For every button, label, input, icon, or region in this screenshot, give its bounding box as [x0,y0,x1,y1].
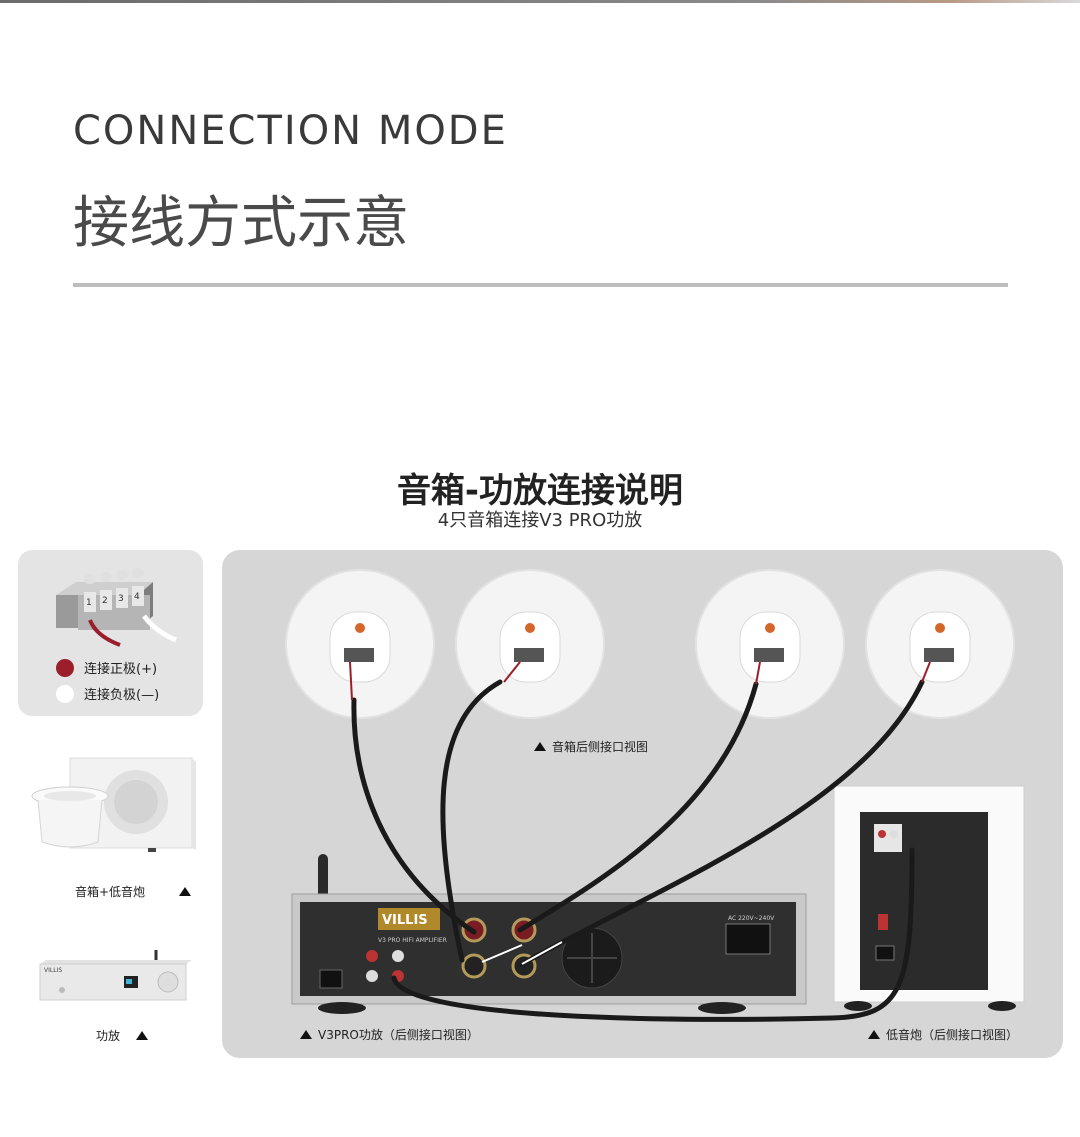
amp-caption-text: 功放 [96,1029,121,1043]
speaker-sub-caption: 音箱+低音炮 [75,883,192,900]
page-title-zh: 接线方式示意 [73,191,409,256]
amp-rear-caption: V3PRO功放（后侧接口视图） [300,1026,479,1043]
wiring-diagram-graphic: VILLIS V3 PRO HIFI AMPLIFIER AC 220V~240… [285,569,1025,1022]
amp-model: V3 PRO HIFI AMPLIFIER [378,937,447,944]
positive-dot-icon [56,658,74,677]
positive-wire-leads [349,661,931,701]
subwoofer-rear-panel [833,785,1025,1011]
speakers-caption-text: 音箱后侧接口视图 [552,740,649,754]
title-divider [73,283,1008,287]
triangle-icon [179,887,192,896]
amp-caption: 功放 [96,1027,149,1044]
section-title: 音箱-功放连接说明 [396,471,684,511]
triangle-icon [868,1030,880,1039]
negative-wire-leads [481,941,563,965]
wiring-diagram: VILLIS V3 PRO HIFI AMPLIFIER AC 220V~240… [222,550,1063,1058]
pin-1-label: 1 [86,598,92,608]
negative-label: 连接负极(—) [84,688,160,703]
page-title-en: CONNECTION MODE [73,108,508,154]
triangle-icon [300,1030,312,1039]
legend-negative: 连接负极(—) [56,684,159,703]
pin-2-label: 2 [102,596,108,606]
sub-rear-caption-text: 低音炮（后侧接口视图） [886,1028,1019,1042]
speaker-subwoofer-image [31,757,196,852]
sub-rear-caption: 低音炮（后侧接口视图） [868,1026,1018,1043]
amplifier-rear-panel: VILLIS V3 PRO HIFI AMPLIFIER AC 220V~240… [291,854,807,1014]
section-subtitle: 4只音箱连接V3 PRO功放 [437,510,643,531]
amp-logo: VILLIS [382,913,428,928]
triangle-icon [534,742,546,751]
positive-label: 连接正极(+) [84,662,158,677]
legend-positive: 连接正极(+) [56,658,157,677]
amp-power-label: AC 220V~240V [728,915,775,922]
ceiling-speaker-4 [865,569,1015,719]
amp-rear-caption-text: V3PRO功放（后侧接口视图） [318,1028,479,1042]
speaker-cables [351,679,925,1022]
ceiling-speaker-1 [285,569,435,719]
terminal-connector-icon: 1 2 3 4 [56,568,177,647]
legend-card: 1 2 3 4 连接正极(+) 连接负极(—) [18,550,203,716]
pin-3-label: 3 [118,594,124,604]
top-accent-bar [0,0,1080,3]
ceiling-speaker-3 [695,569,845,719]
speaker-sub-caption-text: 音箱+低音炮 [75,885,146,899]
negative-dot-icon [56,684,74,703]
amplifier-image: VILLIS [39,950,192,1001]
pin-4-label: 4 [134,592,140,602]
amp-thumb-brand: VILLIS [44,967,62,974]
triangle-icon [136,1031,149,1040]
speakers-caption: 音箱后侧接口视图 [534,738,648,755]
ceiling-speaker-2 [455,569,605,719]
